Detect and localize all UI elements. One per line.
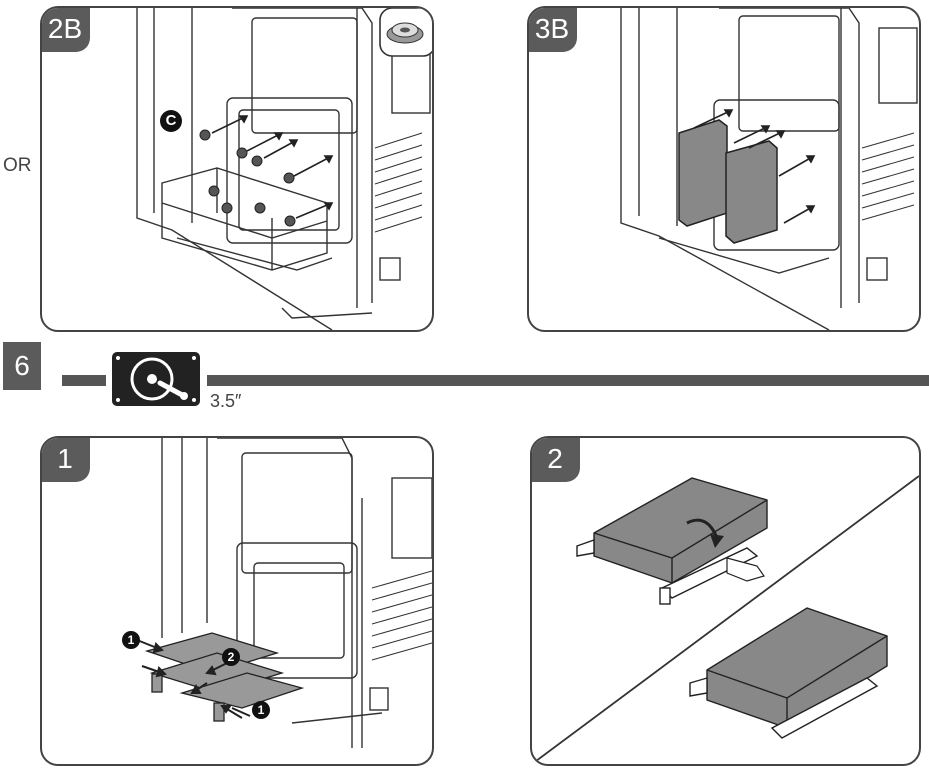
- callout-c: C: [160, 110, 182, 132]
- panel-2b: 2B: [40, 6, 434, 332]
- case-illustration-2b: [136, 8, 432, 330]
- panel-2-label: 2: [532, 438, 580, 482]
- callout-2: 2: [222, 648, 240, 666]
- panel-3b: 3B: [527, 6, 921, 332]
- drive-size-label: 3.5″: [210, 391, 242, 411]
- callout-1-top: 1: [122, 631, 140, 649]
- panel-3b-label: 3B: [529, 8, 577, 52]
- case-illustration-3b: [620, 8, 918, 330]
- rubber-grommet-icon: [379, 8, 432, 57]
- divider-bar-left: [62, 375, 106, 386]
- panel-1-label: 1: [42, 438, 90, 482]
- panel-2b-label: 2B: [42, 8, 90, 52]
- panel-2: 2: [530, 436, 921, 766]
- step-number: 6: [3, 342, 41, 390]
- panel-1: 1: [40, 436, 434, 766]
- callout-1-bottom: 1: [252, 701, 270, 719]
- ssd-drives: [678, 119, 778, 244]
- case-illustration-1: [136, 438, 432, 748]
- hard-drive-icon: [110, 350, 202, 413]
- hdd-illustration-2: [532, 475, 919, 764]
- or-separator: OR: [3, 155, 32, 176]
- divider-bar-right: [207, 375, 929, 386]
